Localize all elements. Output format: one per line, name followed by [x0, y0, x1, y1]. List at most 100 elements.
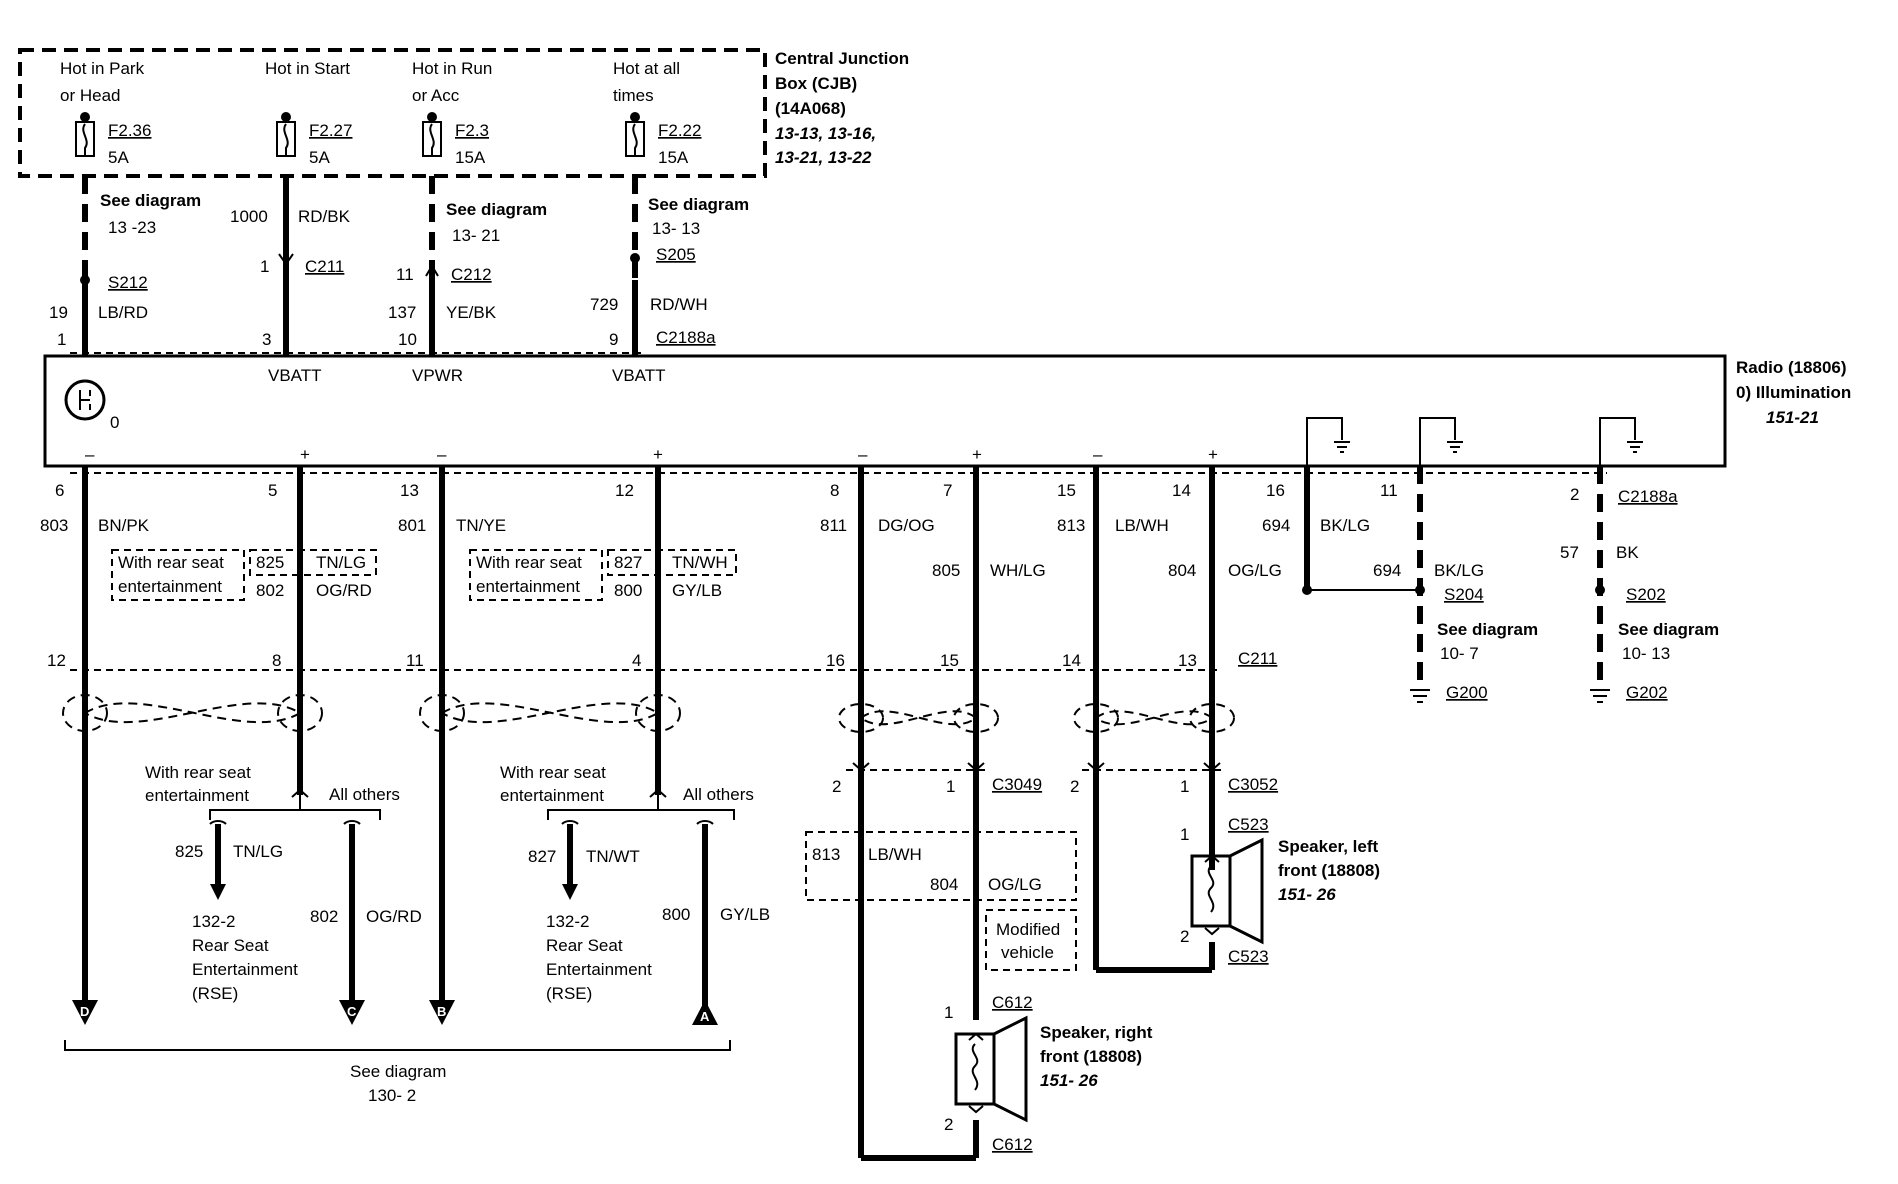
color-ye-bk: YE/BK: [446, 303, 497, 322]
circuit-137: 137: [388, 303, 416, 322]
pin-11: 11: [1380, 481, 1398, 500]
polarity-minus-2: –: [437, 445, 447, 464]
cjb-hot-all-label-2: times: [613, 86, 654, 105]
rse-branch-left: With rear seat entertainment All others …: [145, 763, 422, 1010]
color-og-rd-top: OG/RD: [316, 581, 372, 600]
c3049-pin-2: 2: [832, 777, 841, 796]
internal-ground-1: [1306, 417, 1350, 466]
color-bn-pk: BN/PK: [98, 516, 150, 535]
polarity-minus-3: –: [858, 445, 868, 464]
fuse-f2-3-id: F2.3: [455, 121, 489, 140]
cjb-hot-run-label-2: or Acc: [412, 86, 460, 105]
c523-bottom: C523: [1228, 947, 1269, 966]
ref-10-13: 10- 13: [1622, 644, 1670, 663]
radio-vpwr: VPWR: [412, 366, 463, 385]
circuit-801: 801: [398, 516, 426, 535]
internal-ground-3: [1599, 417, 1643, 466]
splice-s212: S212: [108, 273, 148, 292]
all-others-1: All others: [329, 785, 400, 804]
cjb-hot-park-label-2: or Head: [60, 86, 120, 105]
pin-2: 2: [1570, 485, 1579, 504]
color-gy-lb: GY/LB: [720, 905, 770, 924]
pin-7: 7: [943, 481, 952, 500]
pin-1-c211: 1: [260, 257, 269, 276]
circuit-729: 729: [590, 295, 618, 314]
c3052-pin-1: 1: [1180, 777, 1189, 796]
circuit-1000: 1000: [230, 207, 268, 226]
c3052-pin-2: 2: [1070, 777, 1079, 796]
cjb-hot-park-label: Hot in Park: [60, 59, 145, 78]
circuit-800-top: 800: [614, 581, 642, 600]
see-diagram-10-13: See diagram: [1618, 620, 1719, 639]
color-rd-wh: RD/WH: [650, 295, 708, 314]
rse-option-2-line1: With rear seat: [476, 553, 582, 572]
radio-vbatt-2: VBATT: [612, 366, 666, 385]
twisted-pair-2: [419, 694, 681, 732]
pin-16: 16: [1266, 481, 1285, 500]
color-og-rd: OG/RD: [366, 907, 422, 926]
circuit-825-top: 825: [256, 553, 284, 572]
radio-illumination: 0) Illumination: [1736, 383, 1851, 402]
rse-title-1-line1: Rear Seat: [192, 936, 269, 955]
ground-g202-icon: [1590, 689, 1610, 703]
connector-c211-top: C211: [305, 257, 344, 276]
ref-10-7: 10- 7: [1440, 644, 1479, 663]
color-rd-bk: RD/BK: [298, 207, 351, 226]
fuse-f2-36: F2.36 5A: [75, 112, 151, 167]
cjb-title-2: Box (CJB): [775, 74, 857, 93]
c211-pin-16: 16: [826, 651, 845, 670]
internal-ground-2: [1419, 417, 1463, 466]
rse-title-2-line3: (RSE): [546, 984, 592, 1003]
pin-13: 13: [400, 481, 419, 500]
circuit-825: 825: [175, 842, 203, 861]
speaker-left-front: C523 1 2 C523 Speaker, left front (18808…: [1096, 815, 1380, 973]
speaker-left-part: front (18808): [1278, 861, 1380, 880]
ref-13-21: 13- 21: [452, 226, 500, 245]
c211-pin-11: 11: [406, 651, 424, 670]
cjb-ref-1: 13-13, 13-16,: [775, 124, 876, 143]
polarity-plus-3: +: [972, 445, 982, 464]
cjb-title-3: (14A068): [775, 99, 846, 118]
fuse-f2-22-id: F2.22: [658, 121, 701, 140]
pin-15: 15: [1057, 481, 1076, 500]
spk-left-pin1: 1: [1180, 825, 1189, 844]
splice-s204: S204: [1444, 585, 1484, 604]
fuse-f2-27-id: F2.27: [309, 121, 352, 140]
rse-option-2-line2: entertainment: [476, 577, 580, 596]
lower-wires: 6 5 13 12 8 7 15 14 16 11 2 C2188a 803 B…: [40, 466, 1719, 1158]
circuit-811: 811: [820, 516, 847, 535]
circuit-813: 813: [1057, 516, 1085, 535]
radio-module-symbol-icon: [64, 379, 106, 421]
rse-ref-2: 132-2: [546, 912, 589, 931]
speaker-left-title: Speaker, left: [1278, 837, 1379, 856]
color-bk: BK: [1616, 543, 1639, 562]
cjb-hot-all-label: Hot at all: [613, 59, 680, 78]
polarity-minus-1: –: [85, 445, 95, 464]
splice-s202: S202: [1626, 585, 1666, 604]
color-bk-lg-a: BK/LG: [1320, 516, 1370, 535]
color-lb-wh: LB/WH: [1115, 516, 1169, 535]
rse-branch-2-line1: With rear seat: [500, 763, 606, 782]
cjb-hot-run-label: Hot in Run: [412, 59, 492, 78]
pin-3-c2188a: 3: [262, 330, 271, 349]
connector-c2188a-bottom: C2188a: [1618, 487, 1678, 506]
see-diagram-13-23: See diagram: [100, 191, 201, 210]
twisted-pair-4: [1073, 703, 1235, 733]
twisted-pair-1: [62, 694, 323, 732]
see-diagram-130-2: See diagram: [350, 1062, 446, 1081]
c211-pin-8: 8: [272, 651, 281, 670]
c612-top: C612: [992, 993, 1033, 1012]
speaker-right-title: Speaker, right: [1040, 1023, 1153, 1042]
ref-130-2: 130- 2: [368, 1086, 416, 1105]
speaker-right-front: C612 1 2 C612 Speaker, right front (1880…: [861, 993, 1153, 1161]
polarity-plus-2: +: [653, 445, 663, 464]
fuse-f2-22: F2.22 15A: [625, 112, 701, 167]
connector-c212: C212: [451, 265, 492, 284]
connector-d: D: [72, 1000, 98, 1025]
connector-c-label: C: [347, 1004, 357, 1019]
circuit-804: 804: [1168, 561, 1196, 580]
fuse-f2-22-amp: 15A: [658, 148, 689, 167]
radio-ref: 151-21: [1766, 408, 1819, 427]
connector-d-label: D: [80, 1004, 89, 1019]
ground-g200-icon: [1410, 689, 1430, 703]
